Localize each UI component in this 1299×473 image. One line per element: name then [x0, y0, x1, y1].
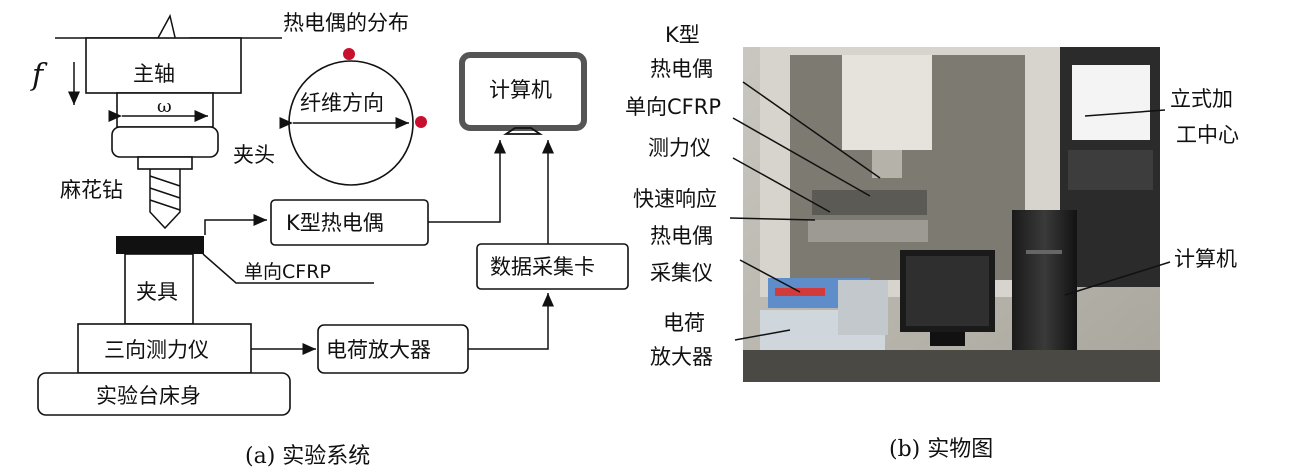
label-computer-photo: 计算机	[1174, 247, 1237, 271]
thermocouple-point-right	[415, 116, 427, 128]
desk	[743, 350, 1160, 382]
monitor-stand	[503, 127, 543, 135]
label-k-thermo-2: 热电偶	[650, 57, 713, 81]
label-k-thermo-1: K型	[665, 23, 700, 47]
omega-label: ω	[157, 96, 172, 117]
thermo-to-computer-line	[428, 140, 506, 223]
tower-bay	[1026, 250, 1062, 254]
monitor-screen	[906, 256, 989, 326]
drill-flutes	[149, 175, 181, 211]
label-machining-2: 工中心	[1176, 123, 1239, 147]
control-screen	[1072, 65, 1150, 140]
chuck-lower	[111, 126, 219, 158]
spindle-label: 主轴	[133, 62, 175, 86]
spindle-head	[842, 55, 932, 150]
label-fast-3: 采集仪	[650, 261, 713, 285]
drill-label: 麻花钻	[60, 178, 123, 202]
clamp-label: 夹头	[233, 143, 275, 167]
amp-to-daq-line	[468, 293, 554, 350]
label-charge-2: 放大器	[650, 345, 713, 369]
label-charge-1: 电荷	[663, 311, 705, 335]
cfrp-leader	[202, 253, 374, 284]
feed-label: f	[30, 58, 48, 93]
worktable	[812, 190, 927, 215]
control-keys	[1068, 150, 1153, 190]
spindle-tool	[872, 150, 902, 178]
label-cfrp-photo: 单向CFRP	[625, 95, 721, 119]
schematic-a: 主轴 f ω 麻花钻 热电偶的分布 纤维方向 夹头 计算机 K型热电偶	[30, 11, 629, 469]
label-fast-2: 热电偶	[650, 224, 713, 248]
photo-leaders	[729, 81, 1171, 341]
bed-box	[37, 372, 291, 416]
monitor-photo-stand	[930, 332, 965, 346]
label-fast-1: 快速响应	[633, 187, 717, 211]
fixture-box	[124, 253, 194, 325]
fixture-label: 夹具	[136, 280, 178, 304]
cfrp-label: 单向CFRP	[244, 261, 331, 283]
fiber-direction-label: 纤维方向	[300, 91, 384, 115]
caption-a: (a) 实验系统	[245, 444, 370, 469]
label-dynamometer-photo: 测力仪	[648, 136, 711, 160]
caption-b: (b) 实物图	[889, 437, 993, 462]
daq-box	[476, 243, 629, 290]
daq-unit	[838, 280, 888, 335]
computer-label: 计算机	[489, 78, 552, 102]
charge-amp-label: 电荷放大器	[326, 338, 431, 362]
dynamometer-label: 三向测力仪	[104, 338, 209, 362]
chuck-nose	[137, 156, 193, 170]
thermocouple-point-top	[343, 48, 355, 60]
label-machining-1: 立式加	[1170, 87, 1233, 111]
daq-label: 数据采集卡	[490, 255, 595, 279]
cfrp-to-thermo-line	[204, 214, 267, 235]
bed-label: 实验台床身	[96, 384, 201, 408]
cfrp-plate	[116, 236, 204, 254]
thermocouple-box-label: K型热电偶	[286, 211, 384, 235]
thermo-dist-label: 热电偶的分布	[283, 11, 409, 35]
table-base	[808, 220, 928, 242]
photo-b: K型 热电偶 单向CFRP 测力仪 快速响应 热电偶 采集仪 电荷 放大器 立式…	[625, 23, 1239, 462]
